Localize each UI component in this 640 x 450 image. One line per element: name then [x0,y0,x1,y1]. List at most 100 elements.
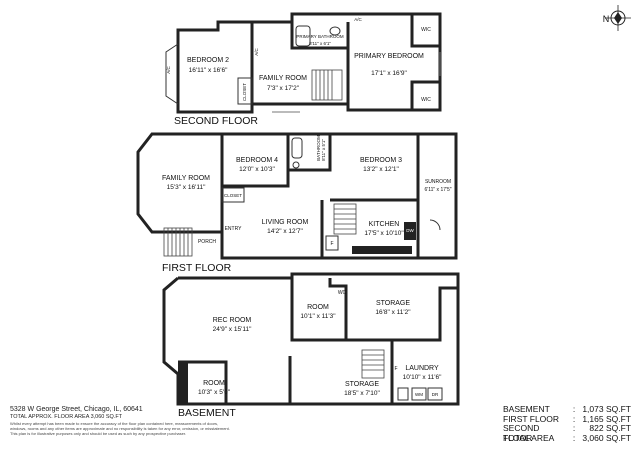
small-room-dark-fill [178,362,188,404]
fridge-label-basement: F [394,366,397,372]
entry-label: ENTRY [225,226,243,232]
second-floor-closet-box [237,77,253,105]
disclaimer: Whilst every attempt has been made to en… [10,421,300,436]
dr-label: DR [432,392,439,397]
room-name-primary-bedroom: PRIMARY BEDROOM [354,53,424,60]
small-room-wall [178,360,228,404]
room-name-rec-room: REC ROOM [213,317,252,324]
room-name-storage-2: STORAGE [345,381,379,388]
basement-plan: REC ROOM 24'9" x 15'11" ROOM 10'1" x 11'… [162,272,460,419]
disclaimer-line-3: This plan is for illustrative purposes o… [10,431,187,436]
area-summary-table: BASEMENT : 1,073 SQ.FT FIRST FLOOR : 1,1… [503,404,633,444]
floor-label-first: FIRST FLOOR [162,262,232,274]
room-dims-living-room: 14'2" x 12'7" [267,228,303,235]
area-row: SECOND FLOOR : 822 SQ.FT [503,423,633,443]
first-floor-stairs [333,203,357,235]
area-sep: : [572,423,576,433]
basement-outer-wall [178,272,460,406]
area-value: 1,165 SQ.FT [582,413,631,424]
room-name-family-room-2f: FAMILY ROOM [259,75,307,82]
wic-label-1: WIC [421,27,431,33]
room-name-kitchen: KITCHEN [369,221,400,228]
bathtub-icon [295,25,311,47]
north-compass-icon: N [603,5,631,31]
basement-stairs [361,349,385,379]
area-value: 1,073 SQ.FT [582,404,631,414]
area-row: BASEMENT : 1,073 SQ.FT [503,404,633,415]
toilet-icon [329,26,341,36]
room-dims-storage-1: 16'8" x 11'2" [375,309,411,316]
ff-closet-box [221,187,245,203]
area-label: FIRST FLOOR [503,413,560,424]
area-label: SECOND FLOOR [503,423,540,443]
room-dims-kitchen: 17'5" x 10'10" [364,230,404,237]
room-dims-primary-bedroom: 17'1" x 16'9" [371,70,407,77]
room-dims-laundry: 10'10" x 11'6" [403,374,442,381]
room-dims-family-room-1f: 15'3" x 16'11" [167,184,206,191]
room-name-bedroom-2: BEDROOM 2 [187,57,229,64]
room-dims-ff-bathroom: 8'11" x 5'1" [321,139,326,161]
kitchen-counter [352,246,412,254]
kitchen-door-swing [429,219,441,231]
ff-toilet-icon [292,161,300,169]
room-name-family-room-1f: FAMILY ROOM [162,175,210,182]
room-dims-bedroom-4: 12'0" x 10'3" [239,166,275,173]
floor-label-second: SECOND FLOOR [174,115,258,127]
fridge-box [325,235,339,251]
closet-label-2f: CLOSET [242,83,247,101]
room-name-primary-bathroom: PRIMARY BATHROOM [296,34,344,39]
room-name-basement-room: ROOM [307,304,329,311]
compass-n-label: N [603,14,610,24]
room-name-ff-bathroom: BATHROOM [316,135,321,161]
washer-box [411,387,427,401]
area-row: TOTAL AREA : 3,060 SQ.FT [503,432,633,444]
room-dims-bedroom-2: 16'11" x 16'6" [189,67,228,74]
ac-label-2: A/C [254,48,259,56]
total-area-line: TOTAL APPROX. FLOOR AREA 3,060 SQ.FT [10,414,123,420]
area-sep: : [572,404,576,414]
first-floor-plan: FAMILY ROOM 15'3" x 16'11" BEDROOM 4 12'… [136,132,458,274]
wic-label-2: WIC [421,97,431,103]
laundry-wall [392,286,458,342]
bedroom-4-wall [222,134,290,188]
room-name-laundry: LAUNDRY [405,365,439,372]
closet-label-1f: CLOSET [224,193,242,198]
second-floor-stairs [311,69,343,101]
wc-label: WC [338,290,347,296]
disclaimer-line-1: Whilst every attempt has been made to en… [10,421,219,426]
room-name-bedroom-4: BEDROOM 4 [236,157,278,164]
wic-2-wall [410,80,440,110]
area-sep: : [572,432,576,443]
room-dims-family-room-2f: 7'3" x 17'2" [267,85,300,92]
room-dims-rec-room: 24'9" x 15'11" [213,326,252,333]
room-dims-bedroom-3: 13'2" x 12'1" [363,166,399,173]
ff-bathtub-icon [291,137,303,159]
area-value: 822 SQ.FT [589,423,631,433]
basement-bay-wall [162,276,290,406]
ac-label-1: A/C [166,66,171,74]
area-row: FIRST FLOOR : 1,165 SQ.FT [503,413,633,425]
fridge-label-1f: F [330,241,333,247]
room-dims-basement-room: 10'1" x 11'3" [300,313,336,320]
area-value: 3,060 SQ.FT [582,432,631,443]
address-block: 5328 W George Street, Chicago, IL, 60641… [10,406,310,436]
room-dims-small-room: 10'3" x 5'0" [198,389,231,396]
room-name-bedroom-3: BEDROOM 3 [360,157,402,164]
room-name-living-room: LIVING ROOM [262,219,309,226]
ac-label-3: A/C [354,17,362,22]
room-dims-sunroom: 6'11" x 17'5" [424,187,451,193]
first-floor-outer-wall [220,132,458,260]
sink-box [397,387,409,401]
dryer-box [427,387,443,401]
room-dims-storage-2: 18'5" x 7'10" [344,390,380,397]
room-name-storage-1: STORAGE [376,300,410,307]
disclaimer-line-2: windows, rooms and any other items are a… [10,426,230,431]
ff-bathroom-wall [288,134,332,172]
address-text: 5328 W George Street, Chicago, IL, 60641 [10,406,143,413]
porch-stairs [163,227,193,257]
primary-bathroom-wall [290,22,348,50]
porch-label: PORCH [198,239,216,245]
room-name-small-room: ROOM [203,380,225,387]
basement-wc-wall [328,278,348,300]
